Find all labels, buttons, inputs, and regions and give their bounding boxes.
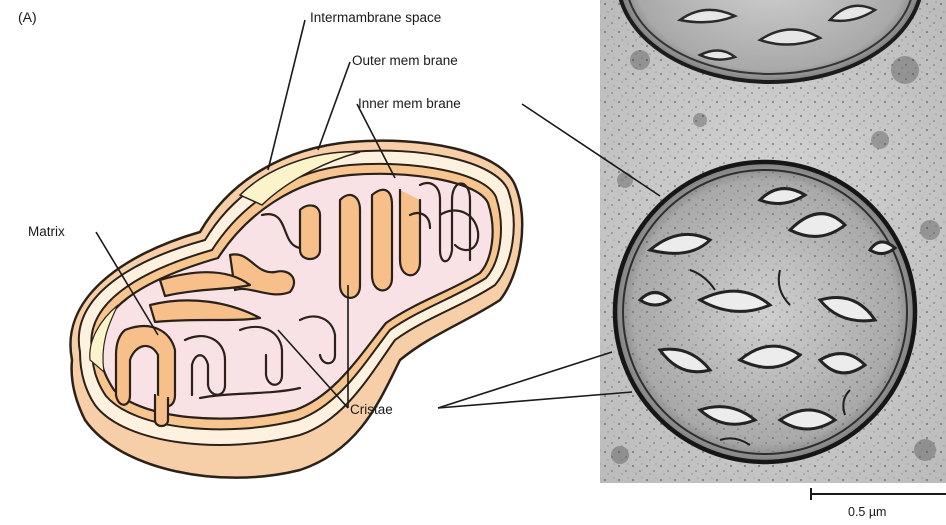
- label-outer-membrane: Outer mem brane: [352, 53, 458, 68]
- label-inner-membrane: Inner mem brane: [358, 96, 461, 111]
- leader-cristae-3: [438, 352, 612, 408]
- leader-intermembrane: [268, 20, 305, 170]
- label-matrix: Matrix: [28, 224, 65, 239]
- mitochondrion-cutaway-drawing: [70, 141, 522, 478]
- scale-bar-label: 0.5 µm: [848, 505, 886, 519]
- leader-outer-membrane: [318, 62, 350, 150]
- panel-label: (A): [18, 9, 37, 25]
- label-cristae: Cristae: [350, 402, 393, 417]
- electron-micrograph: [600, 0, 946, 483]
- micrograph-mitochondrion-main: [615, 162, 915, 462]
- scale-bar: 0.5 µm: [810, 488, 946, 519]
- label-intermembrane-space: Intermambrane space: [310, 10, 441, 25]
